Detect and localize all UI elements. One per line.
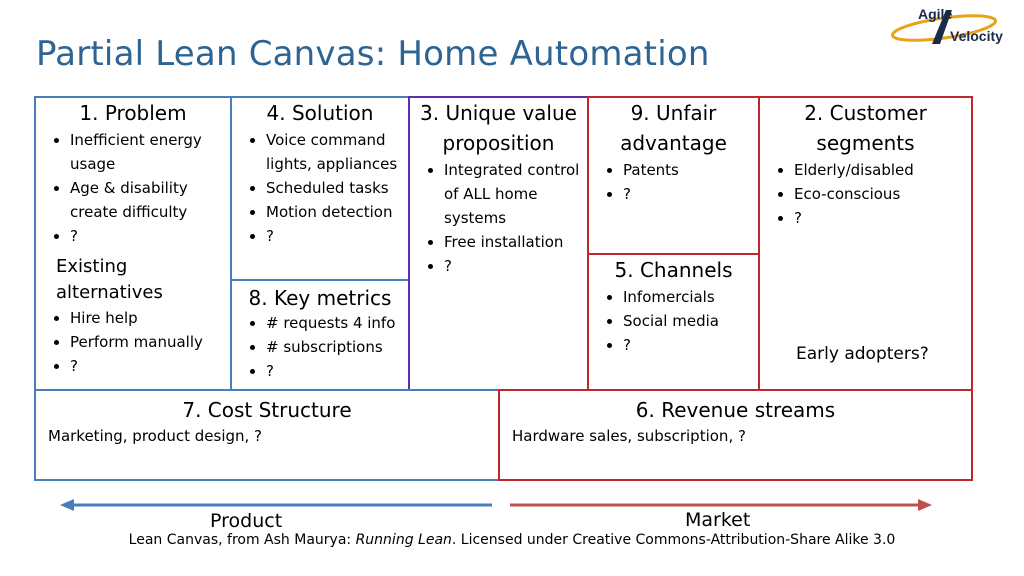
list-item: ? xyxy=(623,333,754,357)
customer-segments-list: Elderly/disabled Eco-conscious ? xyxy=(760,158,971,230)
list-item: ? xyxy=(70,224,226,248)
revenue-streams-heading: 6. Revenue streams xyxy=(635,398,836,422)
list-item: ? xyxy=(794,206,967,230)
unfair-advantage-list: Patents ? xyxy=(589,158,758,206)
list-item: Eco-conscious xyxy=(794,182,967,206)
credit-book-title: Running Lean xyxy=(355,532,452,548)
logo-swoosh-icon xyxy=(890,10,998,44)
list-item: # subscriptions xyxy=(266,335,404,359)
customer-segments-block: 2. Customer segments Elderly/disabled Ec… xyxy=(758,96,973,391)
channels-block: 5. Channels Infomercials Social media ? xyxy=(587,253,760,391)
logo-text-velocity: Velocity xyxy=(950,28,1003,44)
list-item: Scheduled tasks xyxy=(266,176,404,200)
revenue-streams-text: Hardware sales, subscription, ? xyxy=(512,427,746,445)
list-item: Free installation xyxy=(444,230,583,254)
credit-suffix: . Licensed under Creative Commons-Attrib… xyxy=(451,532,896,548)
list-item: Voice command lights, appliances xyxy=(266,128,404,176)
list-item: Infomercials xyxy=(623,285,754,309)
list-item: ? xyxy=(623,182,754,206)
agile-velocity-logo: Agile Velocity xyxy=(888,4,1020,48)
channels-list: Infomercials Social media ? xyxy=(589,285,758,357)
existing-alternatives-heading: Existing alternatives xyxy=(56,256,163,303)
list-item: Hire help xyxy=(70,306,226,330)
list-item: ? xyxy=(444,254,583,278)
problem-list: Inefficient energy usage Age & disabilit… xyxy=(36,128,230,248)
solution-list: Voice command lights, appliances Schedul… xyxy=(232,128,408,248)
list-item: Patents xyxy=(623,158,754,182)
solution-block: 4. Solution Voice command lights, applia… xyxy=(230,96,410,281)
list-item: Social media xyxy=(623,309,754,333)
list-item: Age & disability create difficulty xyxy=(70,176,226,224)
uvp-list: Integrated control of ALL home systems F… xyxy=(410,158,587,278)
channels-heading: 5. Channels xyxy=(614,258,733,282)
key-metrics-block: 8. Key metrics # requests 4 info # subsc… xyxy=(230,279,410,391)
list-item: Motion detection xyxy=(266,200,404,224)
uvp-heading: 3. Unique value proposition xyxy=(420,101,577,155)
key-metrics-heading: 8. Key metrics xyxy=(248,286,392,310)
revenue-streams-block: 6. Revenue streams Hardware sales, subsc… xyxy=(498,389,973,481)
list-item: ? xyxy=(266,359,404,383)
list-item: Elderly/disabled xyxy=(794,158,967,182)
unfair-advantage-block: 9. Unfair advantage Patents ? xyxy=(587,96,760,255)
unfair-advantage-heading: 9. Unfair advantage xyxy=(620,101,727,155)
cost-structure-text: Marketing, product design, ? xyxy=(48,427,263,445)
key-metrics-list: # requests 4 info # subscriptions ? xyxy=(232,311,408,383)
customer-segments-heading: 2. Customer segments xyxy=(804,101,927,155)
alternatives-list: Hire help Perform manually ? xyxy=(36,306,230,378)
early-adopters-label: Early adopters? xyxy=(796,344,929,364)
problem-block: 1. Problem Inefficient energy usage Age … xyxy=(34,96,232,391)
list-item: Inefficient energy usage xyxy=(70,128,226,176)
list-item: # requests 4 info xyxy=(266,311,404,335)
logo-text-agile: Agile xyxy=(918,6,953,22)
list-item: Perform manually xyxy=(70,330,226,354)
product-label: Product xyxy=(210,510,283,532)
attribution-credit: Lean Canvas, from Ash Maurya: Running Le… xyxy=(0,532,1024,548)
cost-structure-heading: 7. Cost Structure xyxy=(182,398,352,422)
page-title: Partial Lean Canvas: Home Automation xyxy=(36,34,710,74)
problem-heading: 1. Problem xyxy=(79,101,187,125)
unique-value-proposition-block: 3. Unique value proposition Integrated c… xyxy=(408,96,589,391)
list-item: ? xyxy=(266,224,404,248)
list-item: ? xyxy=(70,354,226,378)
cost-structure-block: 7. Cost Structure Marketing, product des… xyxy=(34,389,500,481)
market-label: Market xyxy=(685,509,751,531)
credit-prefix: Lean Canvas, from Ash Maurya: xyxy=(128,532,356,548)
solution-heading: 4. Solution xyxy=(266,101,374,125)
list-item: Integrated control of ALL home systems xyxy=(444,158,583,230)
